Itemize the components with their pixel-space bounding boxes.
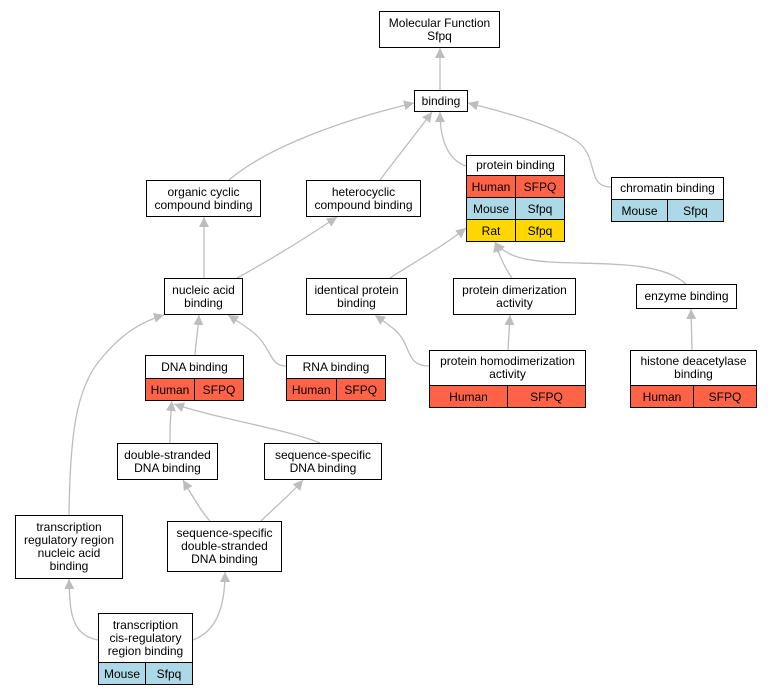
- node-binding[interactable]: binding: [414, 90, 468, 112]
- node-label: histone deacetylase binding: [640, 354, 747, 381]
- annotation-row-human: Human SFPQ: [631, 385, 756, 407]
- gene-cell: Sfpq: [515, 198, 564, 219]
- gene-cell: SFPQ: [194, 379, 243, 400]
- edge-organic-cyclic-to-binding: [228, 100, 415, 181]
- edge-ds-dna-binding-to-dna-binding: [165, 400, 176, 444]
- annotation-row-rat: Rat Sfpq: [467, 219, 564, 241]
- edge-ss-dna-binding-to-dna-binding: [173, 402, 321, 444]
- edge-identical-protein-to-protein-binding: [389, 227, 467, 279]
- node-label: protein homodimerization activity: [440, 354, 575, 381]
- node-label: chromatin binding: [620, 181, 715, 195]
- node-label: protein binding: [476, 158, 555, 172]
- species-cell: Human: [449, 389, 488, 404]
- node-label: nucleic acid binding: [172, 282, 235, 310]
- edge-heterocyclic-to-binding: [379, 111, 433, 181]
- node-label: double-stranded DNA binding: [124, 447, 211, 475]
- species-cell: Mouse: [103, 666, 141, 681]
- annotation-row-mouse: Mouse Sfpq: [467, 197, 564, 219]
- edge-ssds-dna-binding-to-ss-dna-binding: [260, 479, 304, 522]
- node-ss-dna-binding[interactable]: sequence-specific DNA binding: [264, 443, 382, 480]
- annotation-row-human: Human SFPQ: [146, 378, 243, 400]
- edge-histone-deacetylase-to-enzyme-binding: [686, 308, 697, 351]
- annotation-row-human: Human SFPQ: [287, 378, 385, 400]
- edge-nucleic-acid-to-heterocyclic: [236, 216, 338, 279]
- edge-dna-binding-to-nucleic-acid: [193, 314, 204, 356]
- node-label: RNA binding: [302, 359, 370, 374]
- node-label: transcription regulatory region nucleic …: [23, 520, 115, 573]
- species-cell: Human: [150, 382, 190, 397]
- species-cell: Rat: [481, 223, 501, 238]
- node-trr-nucleic-acid[interactable]: transcription regulatory region nucleic …: [15, 515, 123, 579]
- node-label: DNA binding: [161, 359, 228, 374]
- annotation-row-human: Human SFPQ: [430, 385, 585, 407]
- species-cell: Human: [471, 179, 511, 194]
- node-label: heterocyclic compound binding: [314, 184, 413, 212]
- species-cell: Mouse: [621, 203, 658, 218]
- node-molecular-function[interactable]: Molecular Function Sfpq: [379, 11, 500, 48]
- edge-ssds-dna-binding-to-ds-dna-binding: [182, 479, 211, 522]
- node-enzyme-binding[interactable]: enzyme binding: [636, 284, 737, 309]
- node-organic-cyclic[interactable]: organic cyclic compound binding: [146, 180, 261, 217]
- edge-cis-regulatory-to-trr-nucleic-acid: [64, 578, 99, 641]
- node-identical-protein[interactable]: identical protein binding: [306, 278, 407, 315]
- gene-cell: SFPQ: [335, 379, 386, 400]
- gene-cell: Sfpq: [667, 200, 723, 221]
- node-label: protein dimerization activity: [462, 282, 567, 310]
- gene-cell: Sfpq: [145, 663, 192, 684]
- edge-protein-homodimerization-to-identical-protein: [374, 314, 430, 367]
- node-label: binding: [421, 93, 461, 108]
- annotation-row-human: Human SFPQ: [467, 175, 564, 197]
- node-label: organic cyclic compound binding: [154, 184, 253, 212]
- gene-cell: Sfpq: [515, 220, 564, 241]
- node-ssds-dna-binding[interactable]: sequence-specific double-stranded DNA bi…: [167, 521, 282, 572]
- node-label: transcription cis-regulatory region bind…: [107, 617, 184, 658]
- edge-enzyme-binding-to-protein-binding: [494, 241, 687, 285]
- species-cell: Human: [291, 382, 331, 397]
- node-label: sequence-specific double-stranded DNA bi…: [176, 526, 273, 566]
- node-protein-dimerization[interactable]: protein dimerization activity: [453, 278, 576, 315]
- edge-chromatin-binding-to-binding: [467, 100, 612, 188]
- annotation-row-mouse: Mouse Sfpq: [99, 662, 192, 684]
- node-heterocyclic[interactable]: heterocyclic compound binding: [306, 180, 421, 217]
- node-ds-dna-binding[interactable]: double-stranded DNA binding: [117, 443, 218, 480]
- node-label: identical protein binding: [314, 282, 399, 310]
- annotation-row-mouse: Mouse Sfpq: [612, 199, 723, 221]
- node-cis-regulatory[interactable]: transcription cis-regulatory region bind…: [98, 613, 193, 685]
- edge-cis-regulatory-to-ssds-dna-binding: [192, 571, 230, 641]
- species-cell: Mouse: [472, 201, 510, 216]
- gene-cell: SFPQ: [693, 386, 756, 407]
- node-label: sequence-specific DNA binding: [274, 447, 372, 475]
- node-nucleic-acid[interactable]: nucleic acid binding: [164, 278, 243, 315]
- species-cell: Human: [642, 389, 682, 404]
- node-label: enzyme binding: [644, 289, 729, 303]
- gene-cell: SFPQ: [515, 176, 564, 197]
- edge-protein-dimerization-to-protein-binding: [493, 241, 513, 279]
- edge-protein-binding-to-binding: [435, 111, 467, 167]
- edge-protein-homodimerization-to-protein-dimerization: [504, 314, 515, 351]
- edge-rna-binding-to-nucleic-acid: [227, 314, 287, 367]
- gene-cell: SFPQ: [507, 386, 585, 407]
- edge-trr-nucleic-acid-to-nucleic-acid: [68, 313, 165, 516]
- node-label: Molecular Function Sfpq: [388, 15, 491, 43]
